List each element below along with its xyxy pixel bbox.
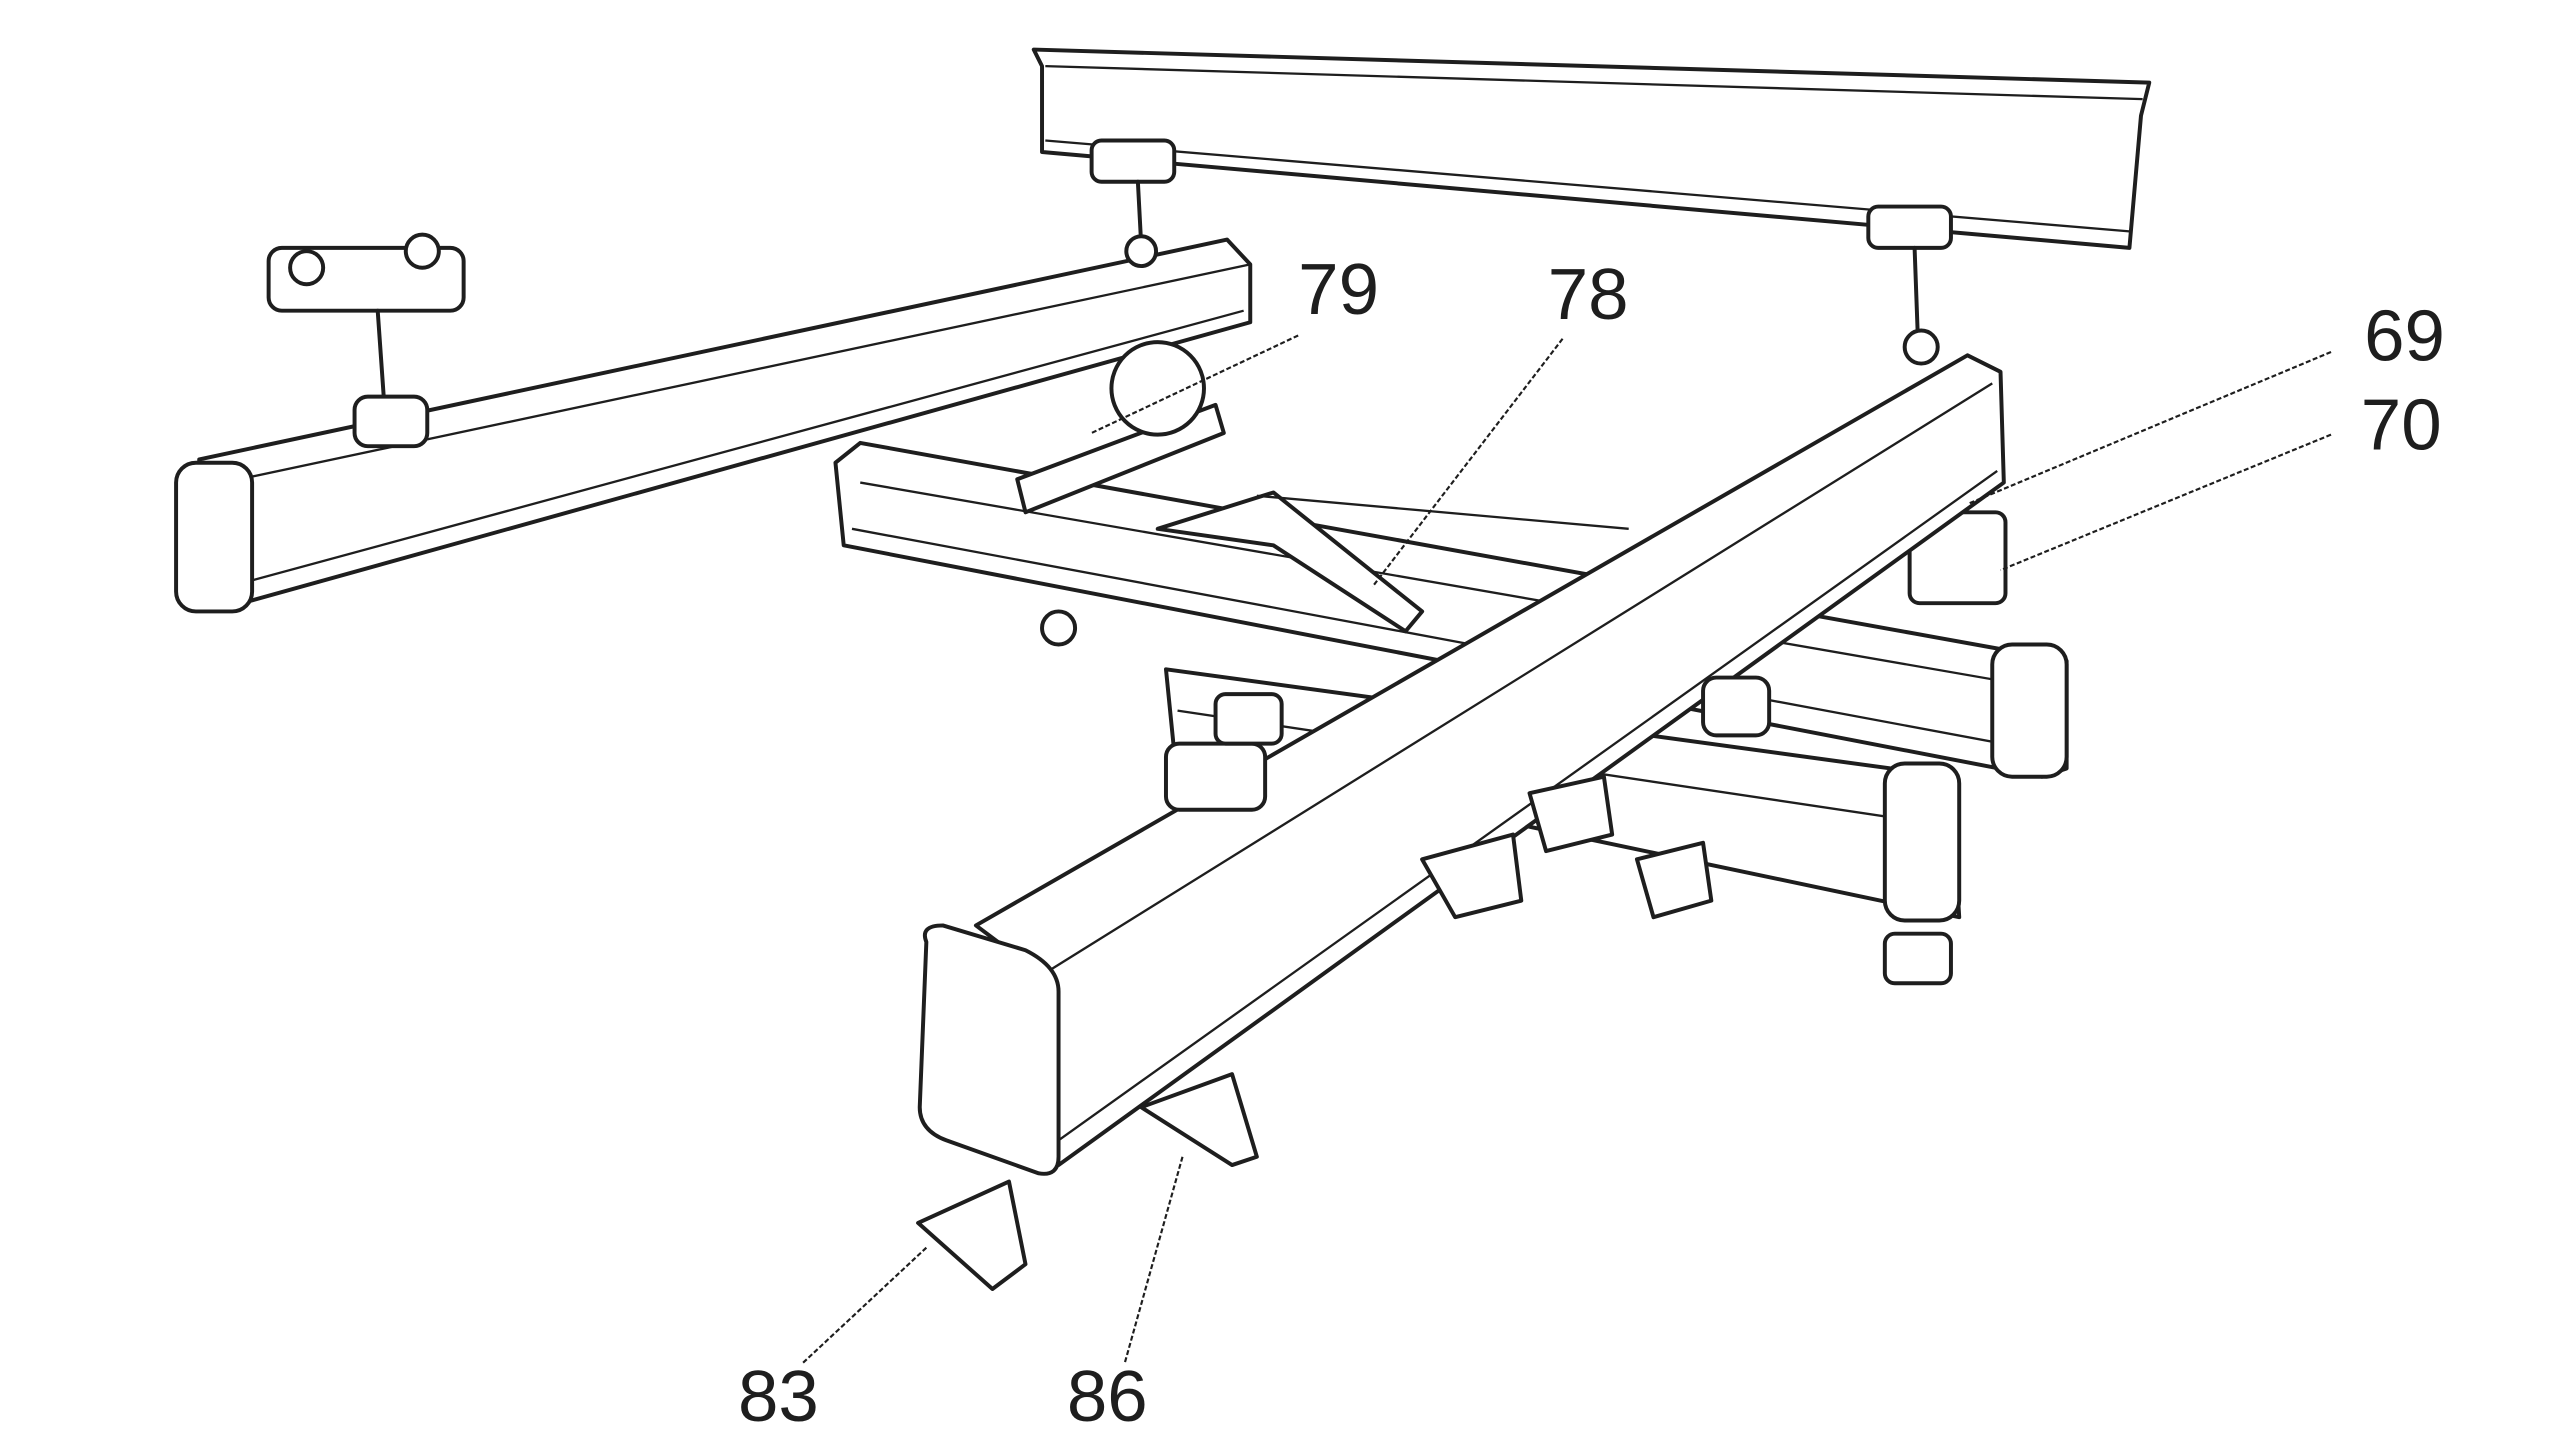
label-83: 83 [738,1356,819,1437]
label-69: 69 [2364,295,2445,376]
hanger-right [1866,204,1953,366]
left-trolley [266,232,466,449]
label-70: 70 [2361,384,2442,465]
overhead-i-beam [1031,47,2152,250]
label-79: 79 [1298,249,1379,330]
leader-lines [801,334,2332,1365]
collector-shoes [916,774,1714,1291]
hanger-left [1089,138,1177,269]
left-runway-beam [174,237,1253,614]
label-86: 86 [1067,1356,1148,1437]
cross-bracing [1015,340,1629,647]
clamps [1163,675,1953,986]
label-78: 78 [1548,254,1629,335]
main-diagonal-beam [917,353,2006,1176]
